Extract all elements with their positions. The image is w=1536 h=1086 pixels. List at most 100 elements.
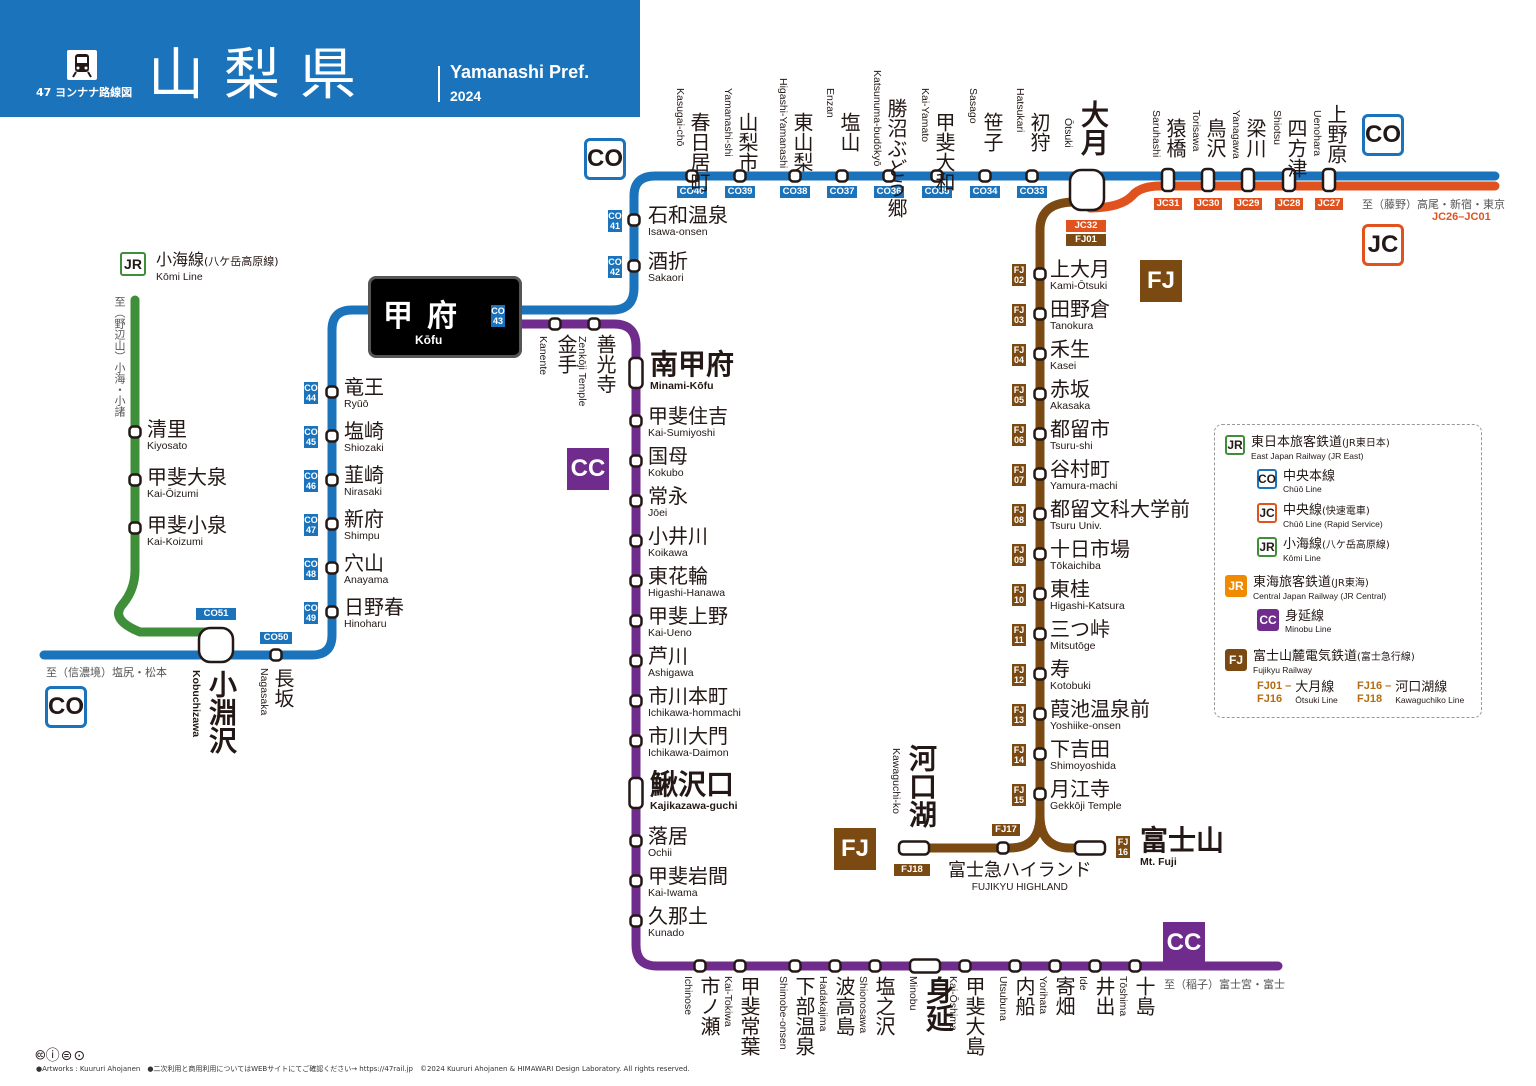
station-marker-minami-kofu[interactable]	[628, 356, 644, 390]
station-marker[interactable]	[1033, 667, 1047, 681]
station-marker-nagasaka[interactable]	[269, 648, 283, 662]
station-marker[interactable]	[788, 959, 802, 973]
station-marker[interactable]	[1160, 167, 1176, 193]
station-marker[interactable]	[629, 914, 643, 928]
station-marker[interactable]	[1033, 467, 1047, 481]
station-marker[interactable]	[1128, 959, 1142, 973]
station-marker-otsuki[interactable]	[1068, 168, 1106, 212]
station-marker[interactable]	[629, 834, 643, 848]
station-marker[interactable]	[629, 494, 643, 508]
station-marker[interactable]	[1048, 959, 1062, 973]
station-marker[interactable]	[325, 429, 339, 443]
station-marker[interactable]	[788, 169, 802, 183]
station-marker[interactable]	[325, 605, 339, 619]
station-marker[interactable]	[128, 521, 142, 535]
station-marker[interactable]	[693, 959, 707, 973]
station-marker[interactable]	[1008, 959, 1022, 973]
station-marker[interactable]	[627, 259, 641, 273]
station-marker[interactable]	[685, 169, 699, 183]
station-marker[interactable]	[587, 317, 601, 331]
station-marker[interactable]	[733, 959, 747, 973]
station-marker-minobu[interactable]	[908, 958, 942, 974]
station-marker[interactable]	[128, 425, 142, 439]
station-marker[interactable]	[1321, 167, 1337, 193]
station-marker[interactable]	[733, 169, 747, 183]
station-marker-kajikazawa[interactable]	[628, 776, 644, 810]
station-marker[interactable]	[629, 694, 643, 708]
station-marker[interactable]	[1200, 167, 1216, 193]
station-marker[interactable]	[629, 734, 643, 748]
station-kajikazawa[interactable]: 鰍沢口 Kajikazawa-guchi	[650, 770, 738, 813]
station-marker[interactable]	[930, 169, 944, 183]
station-marker[interactable]	[548, 317, 562, 331]
station-marker-mt-fuji[interactable]	[1073, 840, 1107, 856]
station-marker[interactable]	[629, 574, 643, 588]
station-marker[interactable]	[325, 473, 339, 487]
station-marker[interactable]	[868, 959, 882, 973]
station-marker[interactable]	[1240, 167, 1256, 193]
station-marker[interactable]	[1033, 547, 1047, 561]
station-marker[interactable]	[629, 874, 643, 888]
station-marker[interactable]	[629, 654, 643, 668]
station-marker[interactable]	[1033, 427, 1047, 441]
station-marker-highland[interactable]	[996, 841, 1010, 855]
station-marker[interactable]	[958, 959, 972, 973]
station-marker[interactable]	[1033, 587, 1047, 601]
station-highland[interactable]: 富士急ハイランド FUJIKYU HIGHLAND	[948, 860, 1092, 894]
station-mt-fuji[interactable]: 富士山 Mt. Fuji	[1140, 826, 1224, 869]
station-marker[interactable]	[1033, 787, 1047, 801]
station-marker[interactable]	[627, 213, 641, 227]
station-marker[interactable]	[882, 169, 896, 183]
station-marker[interactable]	[1033, 307, 1047, 321]
station-marker[interactable]	[1033, 347, 1047, 361]
station-marker[interactable]	[629, 534, 643, 548]
station-marker[interactable]	[835, 169, 849, 183]
station-marker[interactable]	[629, 614, 643, 628]
station-marker[interactable]	[1025, 169, 1039, 183]
station-marker[interactable]	[1033, 747, 1047, 761]
station-marker[interactable]	[1033, 627, 1047, 641]
station-marker[interactable]	[128, 473, 142, 487]
station-marker[interactable]	[325, 517, 339, 531]
station-marker[interactable]	[1088, 959, 1102, 973]
station-minami-kofu[interactable]: 南甲府 Minami-Kōfu	[650, 350, 734, 393]
station-marker[interactable]	[1033, 387, 1047, 401]
station-marker[interactable]	[1281, 167, 1297, 193]
station-marker[interactable]	[978, 169, 992, 183]
station-marker[interactable]	[1033, 267, 1047, 281]
